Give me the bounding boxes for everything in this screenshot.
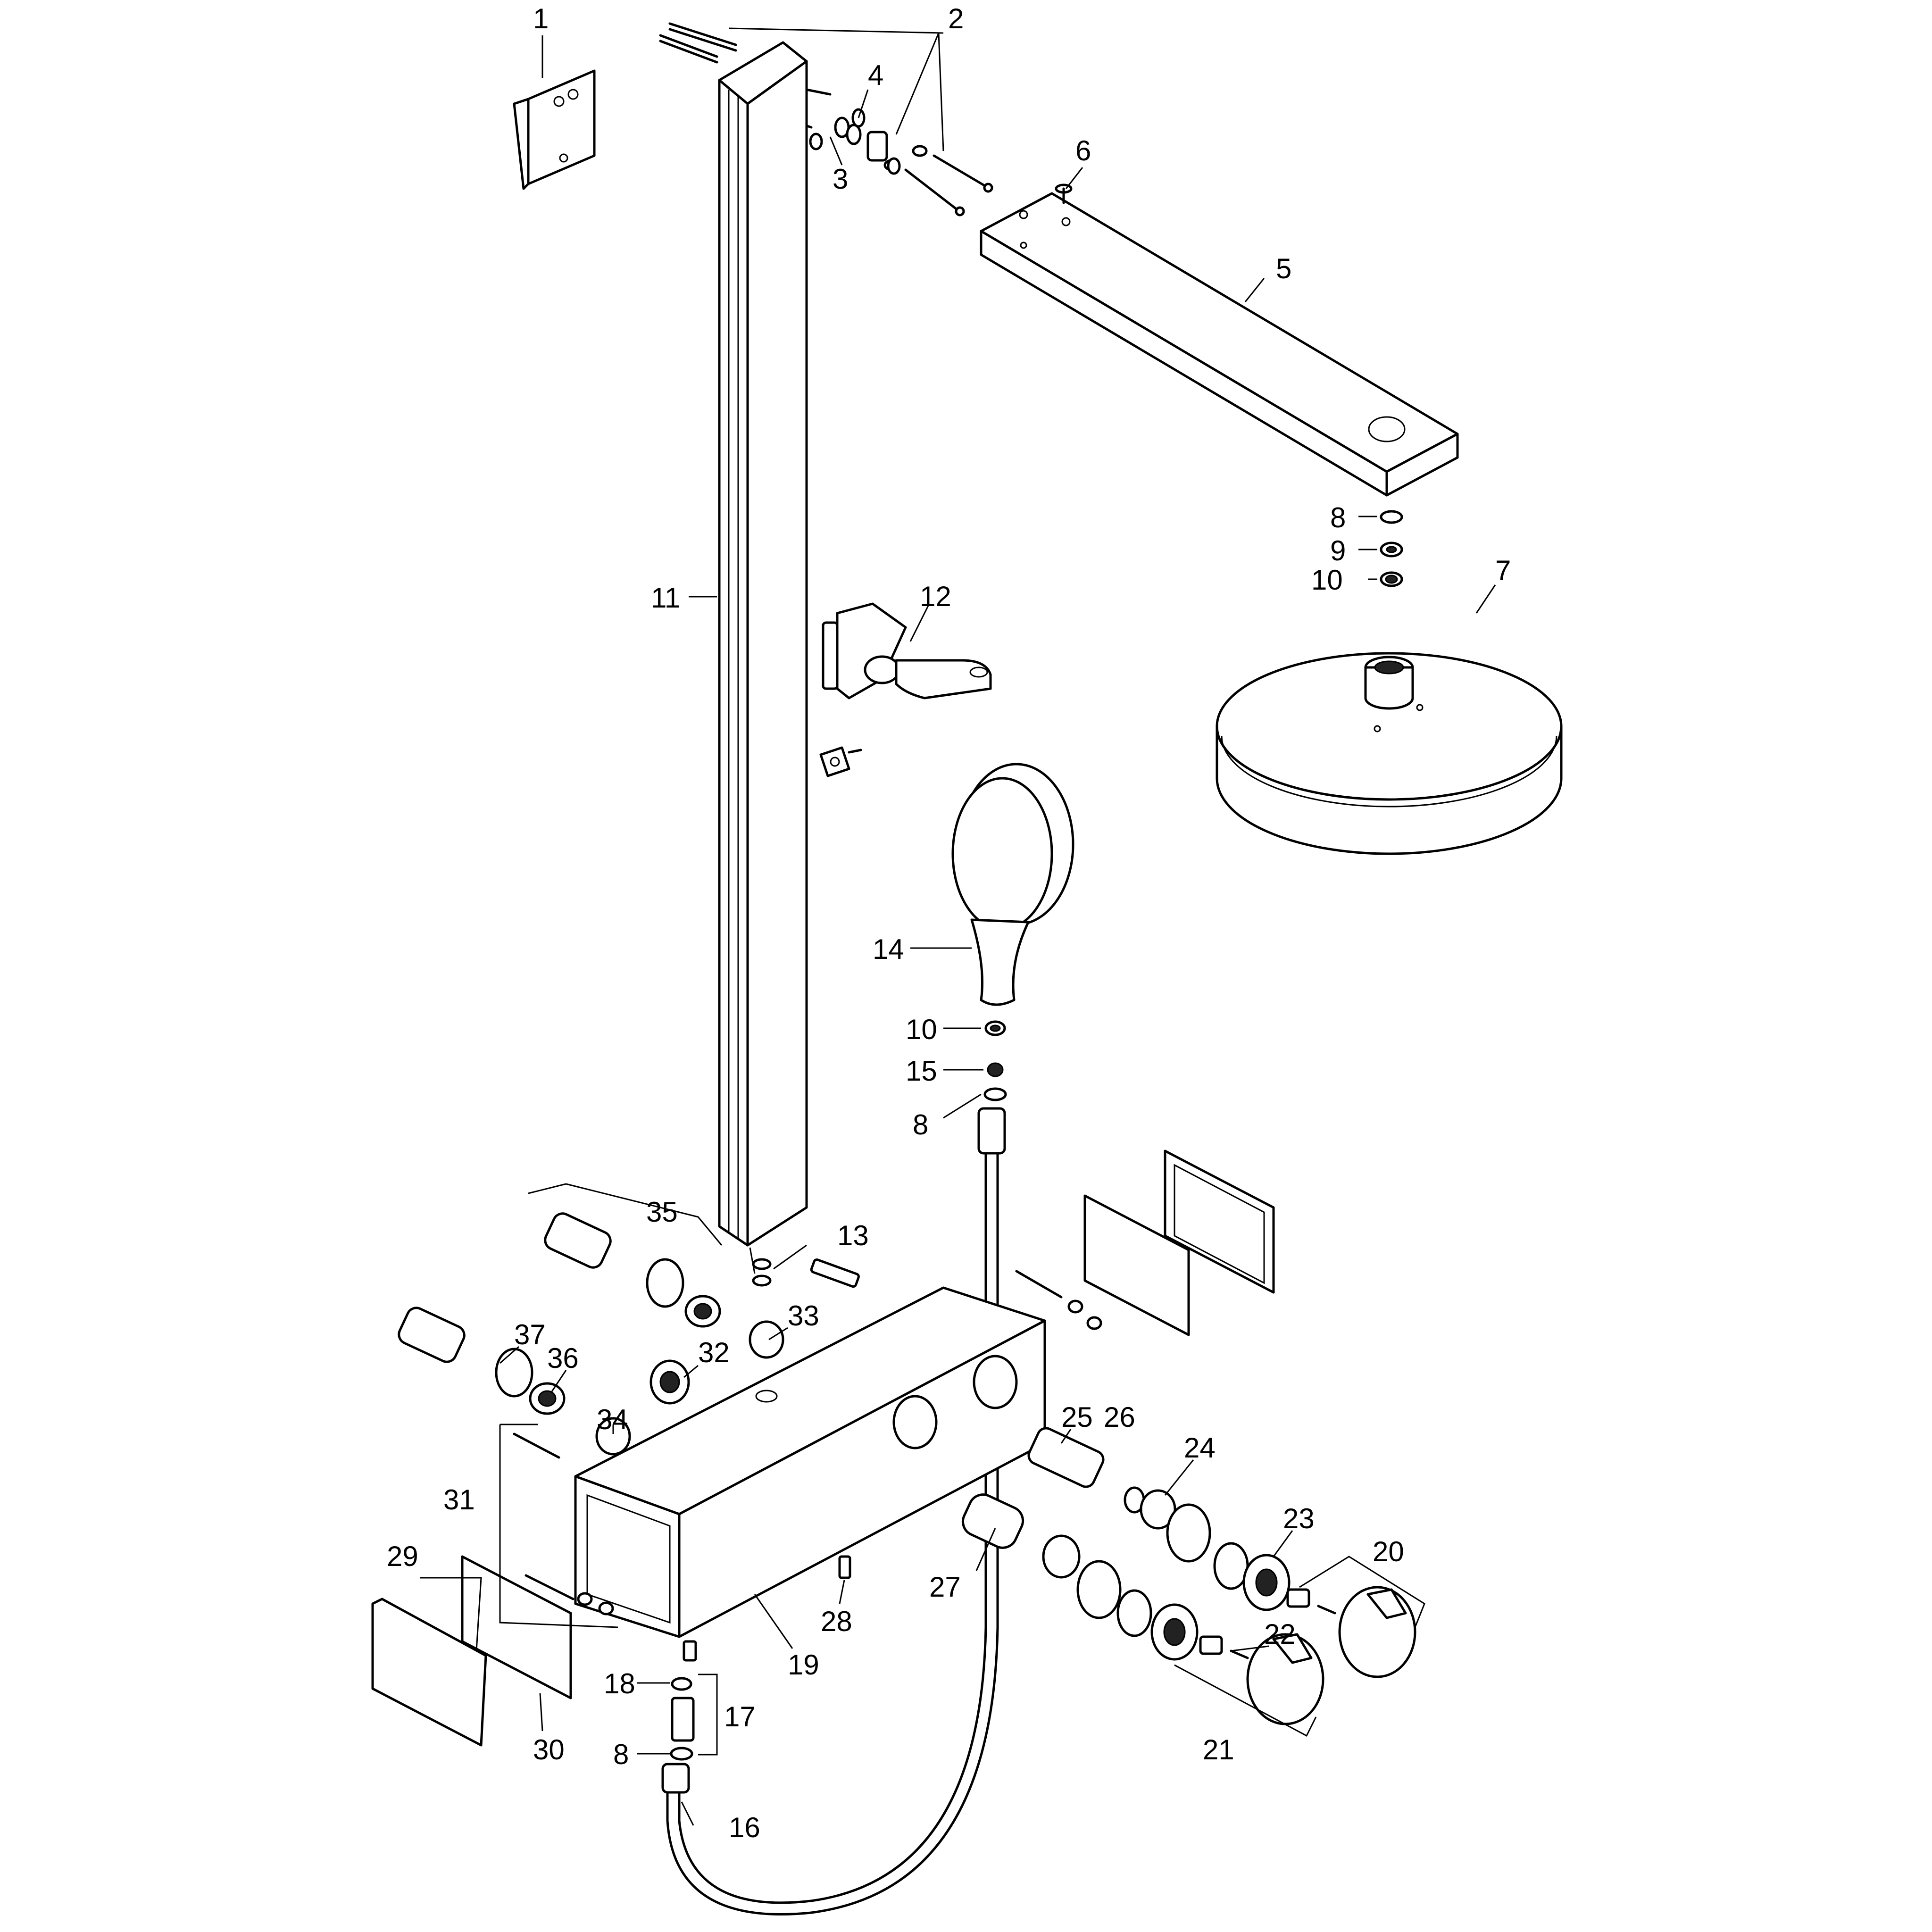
callout-36: 36 <box>547 1342 579 1374</box>
callout-15: 15 <box>906 1055 937 1087</box>
callout-22: 22 <box>1264 1618 1296 1650</box>
callout-31: 31 <box>443 1484 475 1516</box>
part-wall-plate <box>513 69 596 190</box>
group-brackets <box>420 27 1425 1756</box>
callout-11: 11 <box>651 582 680 614</box>
callout-17: 17 <box>724 1701 756 1732</box>
callout-2: 2 <box>948 3 964 34</box>
callout-32: 32 <box>698 1337 730 1368</box>
callout-30: 30 <box>533 1734 565 1765</box>
callout-25: 25 <box>1061 1401 1093 1433</box>
callout-20: 20 <box>1373 1536 1404 1567</box>
part-ring-set-lower <box>1042 1534 1249 1661</box>
callout-9: 9 <box>1330 535 1346 566</box>
callout-34: 34 <box>597 1404 628 1435</box>
part-rail-bottom-seals <box>752 1258 860 1288</box>
callout-27: 27 <box>929 1571 961 1603</box>
callout-23: 23 <box>1283 1503 1315 1534</box>
part-connection-fittings <box>398 1212 784 1456</box>
callout-3: 3 <box>833 163 848 195</box>
part-ring-set-upper <box>1140 1489 1336 1615</box>
callout-21: 21 <box>1203 1734 1234 1765</box>
callout-6: 6 <box>1075 135 1091 167</box>
part-seals-top <box>809 108 901 175</box>
callout-labels: 1 2 3 4 5 6 7 8 9 10 11 12 13 14 10 15 8… <box>387 3 1511 1843</box>
part-hand-holder <box>822 602 992 700</box>
callout-13: 13 <box>837 1220 869 1251</box>
callout-24: 24 <box>1184 1432 1216 1464</box>
leader-lines <box>500 33 1496 1826</box>
callout-26: 26 <box>1104 1401 1135 1433</box>
callout-7: 7 <box>1495 555 1511 586</box>
part-arm-washers <box>1380 510 1403 587</box>
part-cover-plates <box>371 1149 1275 1747</box>
part-body-screws <box>513 1432 614 1616</box>
callout-4: 4 <box>868 59 883 91</box>
callout-5: 5 <box>1276 253 1291 284</box>
callout-12: 12 <box>920 581 951 612</box>
callout-8a: 8 <box>1330 502 1346 533</box>
part-overhead-shower <box>1216 652 1563 855</box>
callout-14: 14 <box>873 933 904 965</box>
callout-10b: 10 <box>906 1014 937 1045</box>
part-hand-washers <box>983 1020 1007 1101</box>
part-shower-arm <box>980 192 1459 497</box>
part-riser-rail <box>718 60 808 1247</box>
part-outlet-fittings <box>670 1555 851 1761</box>
part-holder-nut <box>819 746 862 777</box>
part-hose <box>661 1107 1006 1915</box>
part-thermostat-body <box>574 1286 1046 1638</box>
part-panel-screws <box>1015 1270 1102 1330</box>
part-wall-screws <box>659 22 993 217</box>
callout-37: 37 <box>514 1319 546 1350</box>
callout-1: 1 <box>533 3 549 34</box>
callout-28: 28 <box>821 1606 852 1637</box>
callout-8c: 8 <box>613 1739 629 1770</box>
callout-35: 35 <box>646 1196 678 1228</box>
callout-18: 18 <box>604 1668 635 1699</box>
callout-10a: 10 <box>1311 564 1343 596</box>
callout-33: 33 <box>788 1300 819 1332</box>
callout-29: 29 <box>387 1541 418 1572</box>
callout-19: 19 <box>788 1649 819 1681</box>
part-hand-shower <box>951 763 1074 1006</box>
part-handle-upper <box>1338 1586 1416 1678</box>
callout-16: 16 <box>729 1812 760 1843</box>
callout-8b: 8 <box>913 1109 928 1141</box>
